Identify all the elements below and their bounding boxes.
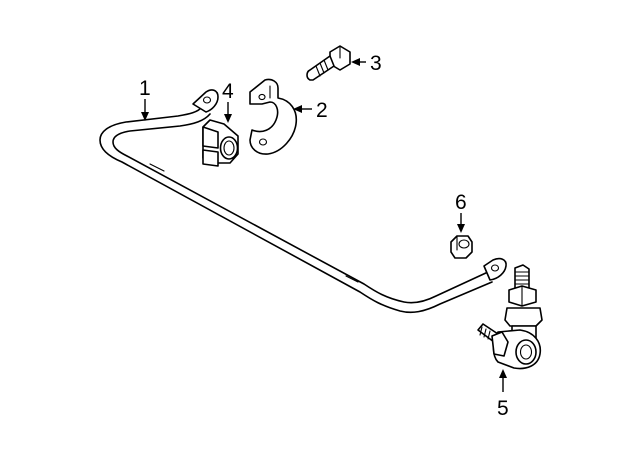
stabilizer-link <box>477 264 543 370</box>
nut <box>450 235 473 259</box>
callout-label-2: 2 <box>316 99 328 122</box>
bolt <box>306 45 351 81</box>
callout-4: 4 <box>222 80 234 123</box>
callout-1: 1 <box>139 77 151 121</box>
callout-label-1: 1 <box>139 77 151 100</box>
bushing <box>202 119 239 167</box>
callout-label-4: 4 <box>222 80 234 103</box>
callout-3: 3 <box>351 52 382 75</box>
callout-2: 2 <box>293 99 328 122</box>
callout-6: 6 <box>455 191 467 233</box>
callout-label-3: 3 <box>370 52 382 75</box>
callout-label-5: 5 <box>497 397 509 420</box>
bracket <box>249 78 298 155</box>
stabilizer-bar <box>99 89 507 314</box>
callout-5: 5 <box>497 369 509 420</box>
callout-label-6: 6 <box>455 191 467 214</box>
